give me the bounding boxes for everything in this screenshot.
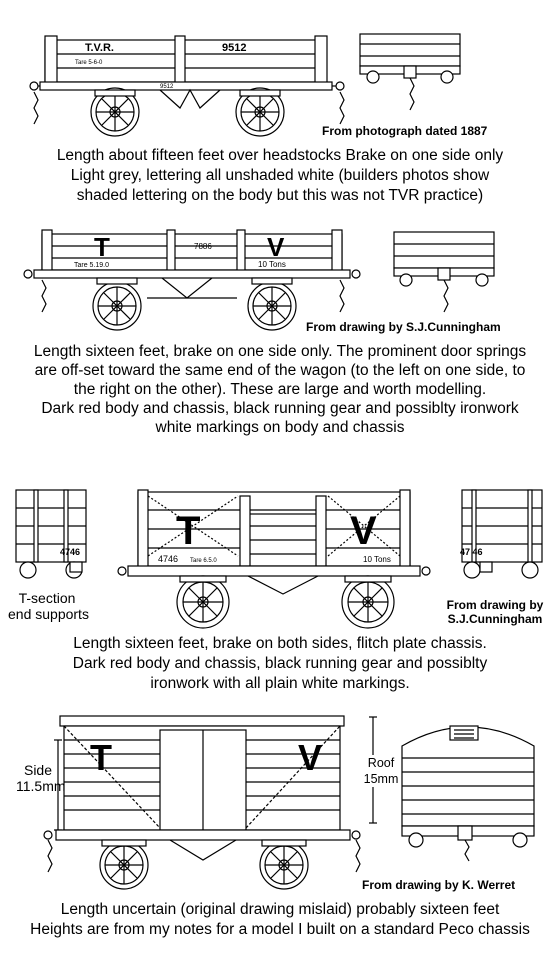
wagon1-stanchion-left: [44, 35, 58, 85]
wagon2-caption-line5: white markings on body and chassis: [155, 419, 405, 436]
wagon3-source: From drawing by S.J.Cunningham: [436, 598, 554, 626]
wagon2-tare: Tare 5.19.0: [74, 262, 109, 269]
wagon2-letter-left: T: [94, 232, 110, 262]
wagon4-roof: [59, 715, 345, 727]
wagon2-solebar: [33, 269, 351, 279]
wagon2-caption-line3: the right on the other). These are large…: [73, 381, 487, 398]
wagon4-caption-line2: Heights are from my notes for a model I …: [30, 921, 530, 938]
wagon1-solebar-number: 9512: [160, 84, 174, 90]
wagon4-solebar: [55, 829, 351, 841]
wagon4-side-view: T V: [43, 715, 361, 890]
wagon2-caption-line1: Length sixteen feet, brake on one side o…: [33, 343, 527, 360]
wagon4-side-label-line1: Side: [23, 762, 53, 778]
wagon2-source: From drawing by S.J.Cunningham: [306, 320, 501, 334]
wagon3-tare: Tare 6.5.0: [190, 558, 217, 564]
wagon4-end-view: [401, 725, 535, 862]
wagon4-source: From drawing by K. Werret: [362, 878, 516, 892]
wagon2-side-view: T V 7886 Tare 5.19.0 10 Tons: [23, 229, 361, 331]
wagon3-caption-line3: ironwork with all plain white markings.: [150, 675, 410, 692]
wagon3-letter-left: T: [176, 509, 200, 553]
wagon2-capacity: 10 Tons: [258, 260, 286, 269]
wagon1-number: 9512: [222, 42, 246, 54]
wagon2-caption-line4: Dark red body and chassis, black running…: [41, 400, 519, 417]
wagon3-side-view: T V 4746 Tare 6.5.0 10 Tons: [117, 489, 431, 629]
wagon3-end-right-number: 47 46: [460, 547, 483, 557]
wagon4-caption-line1: Length uncertain (original drawing misla…: [60, 901, 500, 918]
wagon3-end-label-line1: T-section: [18, 590, 76, 606]
wagon1-tare: Tare 5-6-0: [75, 60, 103, 66]
wagon3-source-line2: S.J.Cunningham: [447, 612, 543, 626]
wagon3-end-label-line2: end supports: [8, 606, 89, 622]
wagon3-end-view-left: 4746: [15, 489, 87, 579]
wagon3-caption-line1: Length sixteen feet, brake on both sides…: [73, 635, 487, 652]
wagon1-caption-line3: shaded lettering on the body but this wa…: [76, 187, 484, 204]
wagon3-number: 4746: [158, 554, 178, 564]
wagon4-side-label: Side 11.5mm: [16, 762, 66, 794]
wagon4-roof-label: Roof 15mm: [356, 755, 406, 787]
wagon3-capacity: 10 Tons: [363, 555, 391, 564]
wagon2-number: 7886: [194, 242, 212, 251]
wagon4-roof-label-line1: Roof: [367, 756, 395, 770]
wagon4-side-label-line2: 11.5mm: [16, 778, 66, 794]
wagon1-caption-line2: Light grey, lettering all unshaded white…: [70, 167, 490, 184]
wagon4-roof-label-line2: 15mm: [363, 772, 399, 786]
wagon4-end-roof: [401, 726, 535, 827]
wagon2-end-view: [393, 231, 495, 313]
wagon1-source: From photograph dated 1887: [322, 124, 488, 138]
wagon4-letter-left: T: [90, 737, 112, 778]
wagon3-caption-line2: Dark red body and chassis, black running…: [72, 655, 488, 672]
wagon3-end-view-right: 47 46: [460, 489, 543, 579]
wagon1-end-view: [359, 33, 461, 111]
wagon1-side-view: T.V.R. 9512 Tare 5-6-0 9512: [29, 35, 345, 137]
wagon2-caption-line2: are off-set toward the same end of the w…: [34, 362, 526, 379]
wagon1-body-text-left: T.V.R.: [85, 42, 114, 54]
wagon3-source-line1: From drawing by: [446, 598, 544, 612]
wagon3-end-label: T-section end supports: [8, 590, 89, 622]
wagon1-caption-line1: Length about fifteen feet over headstock…: [56, 147, 504, 164]
wagon1-solebar: [39, 81, 333, 91]
wagon4-letter-right: V: [298, 737, 322, 778]
wagon3-end-left-number: 4746: [60, 547, 80, 557]
wagon3-solebar: [127, 565, 421, 577]
wagon2-letter-right: V: [267, 232, 285, 262]
wagon3-letter-right: V: [350, 509, 377, 553]
